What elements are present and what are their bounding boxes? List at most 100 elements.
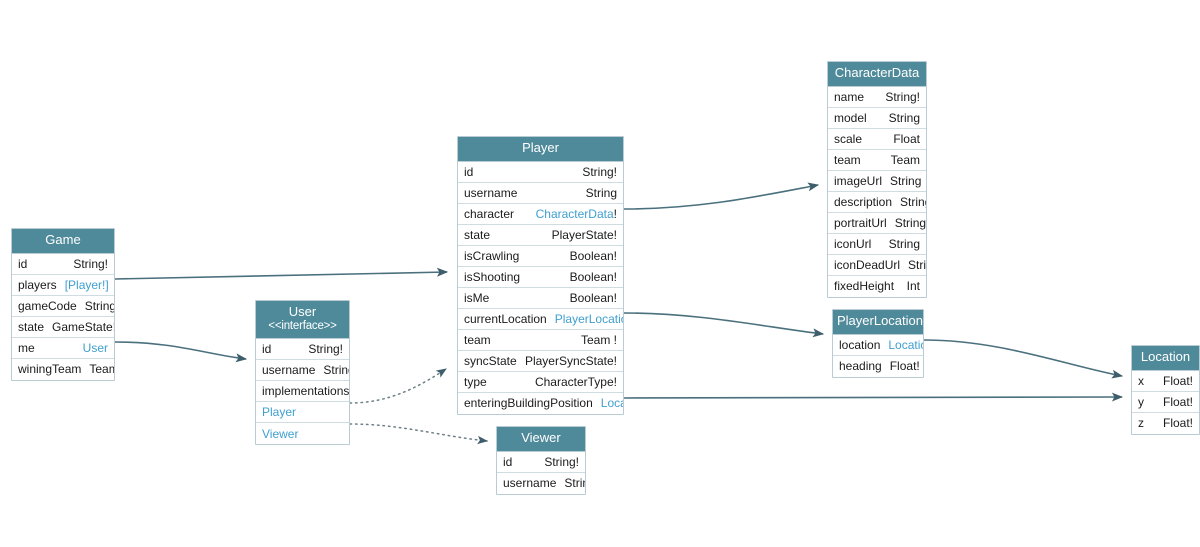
field-name: username (262, 363, 316, 378)
field-name: portraitUrl (834, 215, 887, 230)
entity-user[interactable]: User <<interface>> id String! username S… (255, 300, 350, 446)
field-name: winingTeam (18, 362, 82, 377)
edge-user-implements-player (349, 368, 447, 404)
field-type-ref: CharacterData (535, 206, 614, 221)
edge-playerlocation-location-to-location (923, 339, 1124, 379)
field-user-id[interactable]: id String! (256, 339, 349, 361)
field-viewer-id[interactable]: id String! (497, 451, 585, 473)
field-name: y (1138, 394, 1144, 409)
field-characterdata-description[interactable]: description String (828, 191, 926, 213)
field-name: id (464, 164, 474, 179)
field-player-character[interactable]: character CharacterData! (458, 203, 623, 225)
entity-characterdata-title: CharacterData (828, 62, 926, 87)
field-game-gamecode[interactable]: gameCode String! (12, 295, 114, 317)
edge-player-character-to-characterdata (623, 182, 820, 210)
field-player-team[interactable]: team Team ! (458, 329, 623, 351)
field-player-id[interactable]: id String! (458, 161, 623, 183)
field-user-username[interactable]: username String (256, 360, 349, 382)
field-name: syncState (464, 353, 517, 368)
field-player-isme[interactable]: isMe Boolean! (458, 287, 623, 309)
field-type: Float! (1162, 373, 1193, 388)
field-type: String (323, 363, 349, 378)
field-location-z[interactable]: z Float! (1132, 412, 1199, 434)
field-name: team (464, 332, 491, 347)
field-playerlocation-heading[interactable]: heading Float! (833, 355, 923, 377)
field-name: state (18, 319, 45, 334)
field-playerlocation-location[interactable]: location Location! (833, 334, 923, 356)
field-name: x (1138, 373, 1144, 388)
entity-characterdata[interactable]: CharacterData name String! model String … (827, 61, 927, 298)
field-type: String (908, 257, 926, 272)
entity-playerlocation[interactable]: PlayerLocation location Location! headin… (832, 309, 924, 378)
edge-player-currentlocation-to-playerlocation (623, 312, 825, 338)
field-player-enteringbuildingposition[interactable]: enteringBuildingPosition Location (458, 392, 623, 414)
implementation-name: Player (262, 405, 297, 420)
field-name: isShooting (464, 269, 521, 284)
field-type: String (564, 476, 585, 491)
field-type: String (888, 236, 920, 251)
field-type: String (894, 215, 926, 230)
field-characterdata-team[interactable]: team Team (828, 149, 926, 171)
user-implementation-player[interactable]: Player (256, 402, 349, 424)
field-name: players (18, 277, 57, 292)
entity-playerlocation-title: PlayerLocation (833, 310, 923, 335)
field-name: gameCode (18, 298, 77, 313)
field-name: scale (834, 131, 863, 146)
field-type: String (888, 110, 920, 125)
field-name: state (464, 227, 491, 242)
entity-viewer[interactable]: Viewer id String! username String (496, 426, 586, 495)
field-characterdata-icondeadurl[interactable]: iconDeadUrl String (828, 254, 926, 276)
field-game-players[interactable]: players [Player!] (12, 274, 114, 296)
field-player-currentlocation[interactable]: currentLocation PlayerLocation! (458, 308, 623, 330)
entity-location[interactable]: Location x Float! y Float! z Float! (1131, 345, 1200, 435)
field-name: id (18, 256, 28, 271)
field-type: Int (906, 279, 920, 294)
field-game-me[interactable]: me User (12, 337, 114, 359)
field-type: String (900, 194, 926, 209)
field-location-y[interactable]: y Float! (1132, 391, 1199, 413)
edge-player-enteringbuildingposition-to-location (623, 392, 1124, 402)
field-type: String! (885, 89, 920, 104)
field-type: Location! (888, 337, 923, 352)
field-name: imageUrl (834, 173, 883, 188)
field-type: Boolean! (569, 248, 617, 263)
field-player-state[interactable]: state PlayerState! (458, 224, 623, 246)
field-type: Float! (1162, 416, 1193, 431)
field-type: String! (308, 342, 343, 357)
field-characterdata-scale[interactable]: scale Float (828, 128, 926, 150)
entity-game[interactable]: Game id String! players [Player!] gameCo… (11, 228, 115, 381)
field-type: String! (544, 454, 579, 469)
field-name: location (839, 337, 881, 352)
field-characterdata-iconurl[interactable]: iconUrl String (828, 233, 926, 255)
field-viewer-username[interactable]: username String (497, 472, 585, 494)
field-type: Boolean! (569, 290, 617, 305)
edge-user-implements-viewer (349, 423, 489, 445)
field-game-state[interactable]: state GameState! (12, 316, 114, 338)
field-player-type[interactable]: type CharacterType! (458, 371, 623, 393)
field-characterdata-imageurl[interactable]: imageUrl String (828, 170, 926, 192)
field-game-id[interactable]: id String! (12, 253, 114, 275)
field-player-username[interactable]: username String (458, 182, 623, 204)
field-player-syncstate[interactable]: syncState PlayerSyncState! (458, 350, 623, 372)
entity-user-stereotype: <<interface>> (268, 319, 337, 332)
field-player-isshooting[interactable]: isShooting Boolean! (458, 266, 623, 288)
entity-viewer-title: Viewer (497, 427, 585, 452)
field-type: CharacterData! (536, 207, 617, 221)
field-location-x[interactable]: x Float! (1132, 370, 1199, 392)
field-name: me (18, 340, 35, 355)
field-name: heading (839, 359, 882, 374)
field-game-winingteam[interactable]: winingTeam Team (12, 358, 114, 380)
entity-player[interactable]: Player id String! username String charac… (457, 136, 624, 415)
edge-game-me-to-user (114, 341, 248, 363)
field-name: id (262, 342, 272, 357)
field-characterdata-model[interactable]: model String (828, 107, 926, 129)
field-name: description (834, 194, 893, 209)
user-implementation-viewer[interactable]: Viewer (256, 423, 349, 445)
field-type: Float (893, 131, 920, 146)
field-player-iscrawling[interactable]: isCrawling Boolean! (458, 245, 623, 267)
field-type: PlayerLocation! (555, 312, 623, 326)
field-characterdata-portraiturl[interactable]: portraitUrl String (828, 212, 926, 234)
field-characterdata-name[interactable]: name String! (828, 86, 926, 108)
field-characterdata-fixedheight[interactable]: fixedHeight Int (828, 275, 926, 297)
field-type: [Player!] (64, 277, 109, 292)
